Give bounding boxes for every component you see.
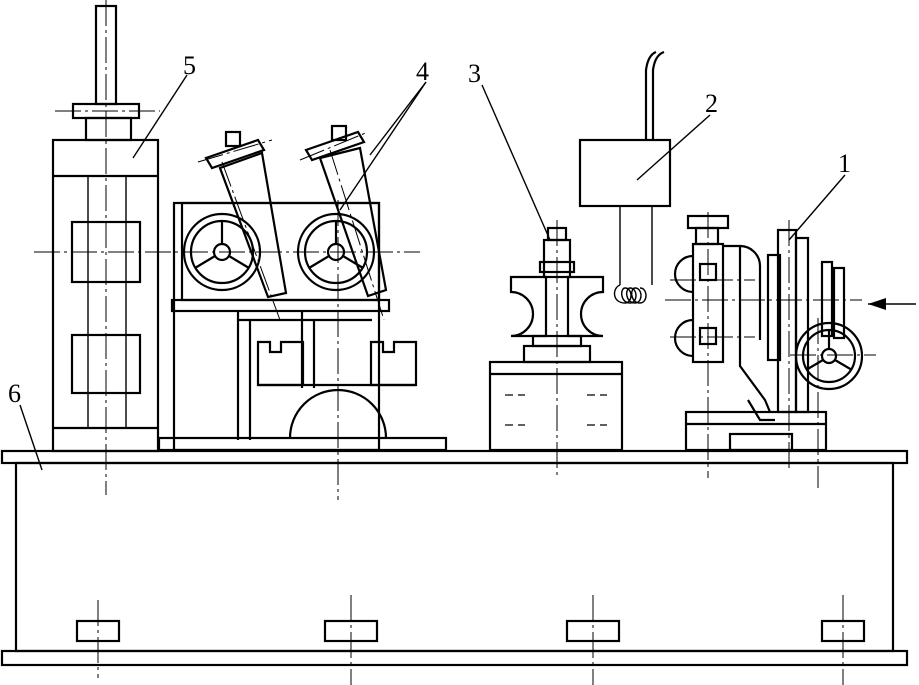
leader-5: [132, 74, 188, 159]
induction-unit: [578, 50, 672, 304]
leader-4b: [369, 81, 427, 156]
welding-roll-stand: [488, 220, 624, 478]
callout-label-5: 5: [183, 51, 196, 80]
leader-2: [636, 114, 711, 181]
leader-4a: [339, 81, 427, 211]
callout-label-1: 1: [838, 149, 851, 178]
callout-label-2: 2: [705, 89, 718, 118]
callout-label-3: 3: [468, 59, 481, 88]
handwheel-right: [296, 212, 376, 292]
leader-6: [19, 404, 43, 471]
base-frame: [0, 449, 909, 685]
callout-label-6: 6: [8, 379, 21, 408]
handwheel-left: [182, 212, 262, 292]
callout-leaders: [19, 74, 846, 471]
leader-1: [788, 174, 846, 241]
inclined-roll-arm-left: [197, 130, 288, 321]
callout-label-4: 4: [416, 57, 429, 86]
callout-labels: 1 2 3 4 5 6: [8, 51, 851, 408]
leader-3: [481, 84, 551, 241]
forming-roll-stand: [157, 124, 448, 500]
entry-guide-stand: [665, 212, 916, 488]
vertical-roll-stand: [34, 0, 420, 495]
inclined-roll-arm-right: [299, 124, 388, 321]
